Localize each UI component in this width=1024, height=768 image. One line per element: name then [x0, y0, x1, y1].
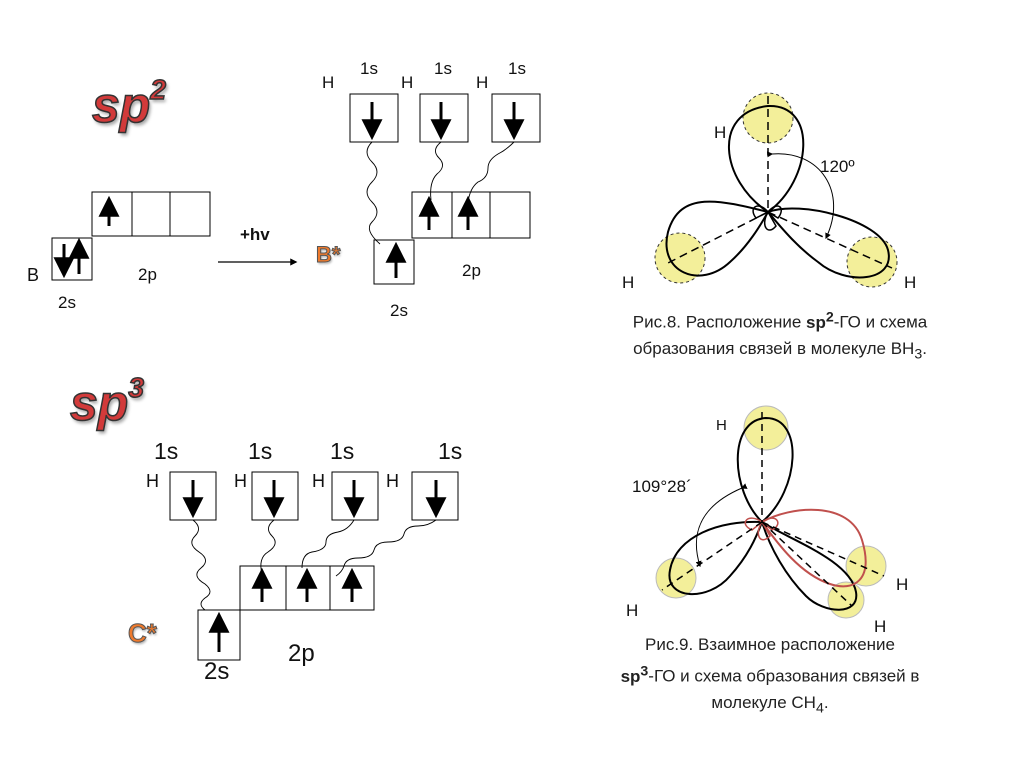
- bh3-h-top-orbital: [742, 92, 794, 144]
- ch4-h-front-label: H: [874, 617, 887, 636]
- bstar-2p-label: 2p: [462, 261, 481, 280]
- sp2-h1-1s-label: 1s: [360, 59, 378, 78]
- cstar-label: C*: [128, 618, 158, 648]
- bh3-lobe-left: [665, 200, 770, 277]
- fig8-caption: Рис.8. Расположение sp2-ГО и схема образ…: [632, 309, 928, 363]
- sp2-h2-label: H: [401, 73, 414, 92]
- sp2-bond-wave-3: [467, 141, 515, 203]
- bh3-h-left-label: H: [622, 273, 635, 292]
- sp3-h4-1s-label: 1s: [438, 438, 463, 464]
- hv-label: +hv: [240, 225, 270, 244]
- sp2-h3-label: H: [476, 73, 489, 92]
- sp3-h2-1s-box: [251, 471, 299, 521]
- ch4-axis-right: [761, 521, 885, 577]
- b-2p-label: 2p: [138, 265, 157, 284]
- bh3-orbital-figure: [654, 92, 898, 288]
- bstar-2p-box-3: [489, 191, 531, 239]
- sp2-title: sp2: [91, 74, 166, 133]
- bstar-2s-label: 2s: [390, 301, 408, 320]
- bh3-h-right-orbital: [846, 236, 898, 288]
- h2-1s-box: [419, 93, 469, 143]
- ch4-h-right-label: H: [896, 575, 909, 594]
- sp3-h4-1s-box: [411, 471, 459, 521]
- ch4-axis-front: [761, 521, 853, 607]
- b-atom-label: B: [27, 265, 40, 285]
- fig9-caption: Рис.9. Взаимное расположение sp3-ГО и сх…: [620, 635, 920, 717]
- sp3-h2-label: H: [234, 471, 247, 491]
- bh3-angle-label: 120º: [820, 157, 855, 176]
- ch4-h-left-orbital: [655, 557, 697, 599]
- ch4-lobe-back-red: [760, 508, 867, 588]
- sp3-h1-label: H: [146, 471, 159, 491]
- sp3-h2-1s-label: 1s: [248, 438, 273, 464]
- sp2-h1-label: H: [322, 73, 335, 92]
- bh3-axis-left: [665, 211, 769, 265]
- sp2-h2-1s-label: 1s: [434, 59, 452, 78]
- cstar-2p-box-3: [329, 565, 375, 611]
- bstar-label: B*: [315, 242, 341, 267]
- ch4-angle-label: 109°28´: [632, 477, 692, 496]
- h3-1s-box: [491, 93, 541, 143]
- ch4-axis-left: [661, 521, 763, 591]
- ch4-orbital-figure: [655, 405, 887, 619]
- sp3-h1-1s-label: 1s: [154, 438, 179, 464]
- sp2-bond-wave-2: [430, 141, 443, 201]
- b-2s-label: 2s: [58, 293, 76, 312]
- sp3-h3-label: H: [312, 471, 325, 491]
- sp3-bond-wave-1: [191, 519, 211, 611]
- ch4-h-left-label: H: [626, 601, 639, 620]
- sp3-bond-wave-2: [260, 519, 276, 575]
- bh3-axis-right: [767, 211, 893, 269]
- bh3-h-top-label: H: [714, 123, 727, 142]
- sp2-h3-1s-label: 1s: [508, 59, 526, 78]
- h1-1s-box: [349, 93, 399, 143]
- cstar-2s-box: [197, 609, 241, 661]
- bstar-2s-box: [373, 239, 415, 285]
- sp2-bond-wave-1: [366, 141, 381, 245]
- sp3-bond-wave-4: [335, 519, 437, 577]
- ch4-h-top-orbital: [743, 405, 789, 451]
- sp3-h3-1s-box: [331, 471, 379, 521]
- ch4-angle-arc: [695, 483, 748, 568]
- sp3-h3-1s-label: 1s: [330, 438, 355, 464]
- bh3-angle-arc: [766, 151, 835, 240]
- bh3-h-right-label: H: [904, 273, 917, 292]
- b-2p-box-3: [169, 191, 211, 237]
- sp3-h4-label: H: [386, 471, 399, 491]
- ch4-h-top-label: H: [716, 417, 727, 434]
- cstar-2s-label: 2s: [204, 658, 230, 685]
- ch4-lobe-front: [760, 519, 858, 611]
- cstar-2p-label: 2p: [288, 640, 315, 667]
- sp3-bond-wave-3: [301, 519, 355, 569]
- sp3-title: sp3: [69, 372, 144, 431]
